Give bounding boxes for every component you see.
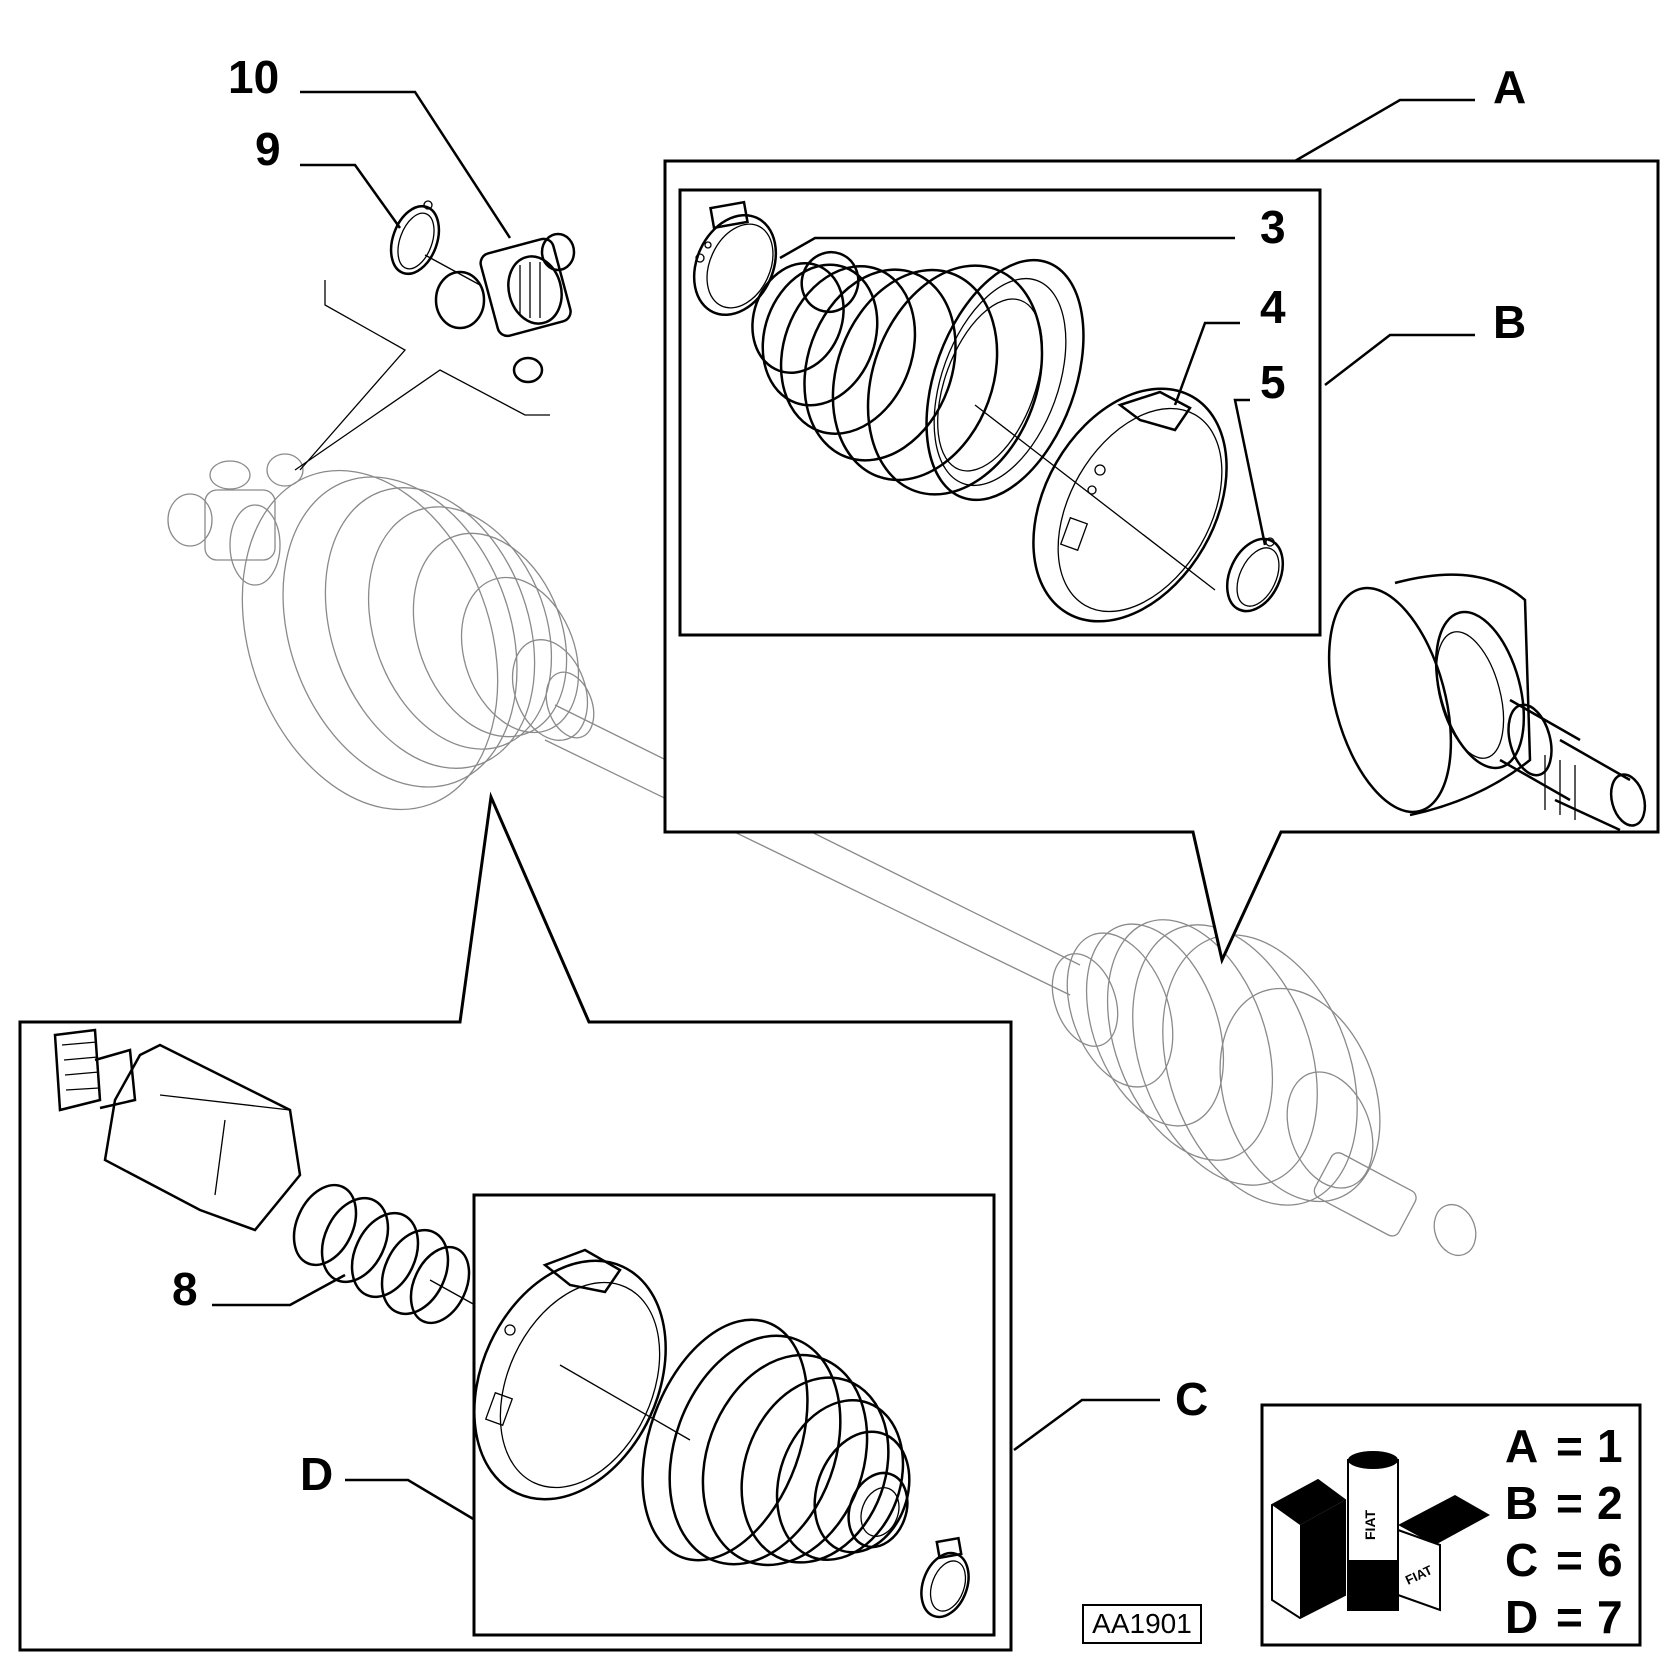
legend-value: 6 bbox=[1597, 1534, 1623, 1586]
quantity-legend: FIAT FIAT A = 1 B = 2 C = 6 D = 7 bbox=[1260, 1403, 1642, 1647]
grease-pack-icon: FIAT FIAT bbox=[1271, 1451, 1490, 1620]
legend-value: 2 bbox=[1597, 1477, 1623, 1529]
legend-letter: D bbox=[1505, 1591, 1538, 1643]
reference-code-box: AA1901 bbox=[1082, 1604, 1202, 1644]
callout-5: 5 bbox=[1233, 356, 1286, 546]
legend-equals: = bbox=[1556, 1591, 1583, 1643]
legend-row-D: D = 7 bbox=[1505, 1591, 1623, 1643]
callout-8: 8 bbox=[172, 1263, 346, 1315]
callout-3: 3 bbox=[779, 201, 1286, 260]
part-inner-boot bbox=[641, 1318, 911, 1567]
part-inner-large-clamp bbox=[473, 1248, 691, 1501]
part-tripod-10 bbox=[424, 232, 576, 384]
detail-box-b: B bbox=[678, 188, 1526, 637]
legend-row-C: C = 6 bbox=[1505, 1534, 1623, 1586]
legend-equals: = bbox=[1556, 1420, 1583, 1472]
legend-row-B: B = 2 bbox=[1505, 1477, 1623, 1529]
outer-boot-ghost bbox=[1051, 919, 1477, 1257]
reference-code: AA1901 bbox=[1092, 1608, 1192, 1639]
inner-boot-ghost bbox=[241, 469, 595, 811]
part-circlip-9 bbox=[389, 200, 441, 275]
callout-label-9: 9 bbox=[255, 123, 281, 175]
legend-row-A: A = 1 bbox=[1505, 1420, 1623, 1472]
legend-value: 1 bbox=[1597, 1420, 1623, 1472]
detail-box-d: D bbox=[300, 1193, 996, 1637]
callout-label-C: C bbox=[1175, 1373, 1208, 1425]
callout-10: 10 bbox=[228, 51, 512, 239]
callout-label-5: 5 bbox=[1260, 356, 1286, 408]
part-circlip-5 bbox=[1225, 537, 1285, 613]
legend-letter: C bbox=[1505, 1534, 1538, 1586]
part-outer-boot bbox=[751, 250, 1216, 591]
callout-label-10: 10 bbox=[228, 51, 279, 103]
callout-label-8: 8 bbox=[172, 1263, 198, 1315]
callout-label-D: D bbox=[300, 1448, 333, 1500]
outer-cv-joint bbox=[1327, 573, 1647, 832]
inner-joint-housing bbox=[53, 1028, 302, 1232]
callout-4: 4 bbox=[1173, 281, 1286, 406]
part-large-clamp bbox=[1032, 387, 1228, 623]
callout-label-3: 3 bbox=[1260, 201, 1286, 253]
legend-letter: A bbox=[1505, 1420, 1538, 1472]
callout-label-A: A bbox=[1493, 61, 1526, 113]
part-small-clamp bbox=[692, 200, 778, 317]
drive-shaft-assembly bbox=[167, 280, 1477, 1257]
legend-letter: B bbox=[1505, 1477, 1538, 1529]
callout-9: 9 bbox=[255, 123, 402, 229]
brand-label-can: FIAT bbox=[1362, 1509, 1378, 1540]
callout-label-B: B bbox=[1493, 296, 1526, 348]
tripod-joint-ghost bbox=[167, 453, 304, 586]
legend-value: 7 bbox=[1597, 1591, 1623, 1643]
callout-label-4: 4 bbox=[1260, 281, 1286, 333]
legend-equals: = bbox=[1556, 1534, 1583, 1586]
legend-equals: = bbox=[1556, 1477, 1583, 1529]
part-inner-small-clamp bbox=[920, 1536, 970, 1619]
